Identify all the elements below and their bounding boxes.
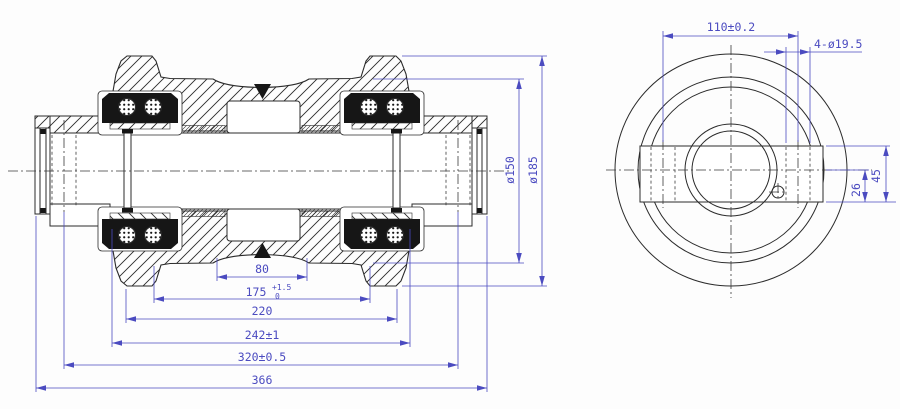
seal-assembly-top-left [97, 90, 183, 136]
dim-label-dia185: ø185 [526, 156, 540, 184]
dimensions: 80 175 +1.5 0 220 242±1 320±0.5 366 ø150… [35, 20, 896, 392]
seal-assembly-bottom-left [97, 206, 183, 252]
dim-label-175-tol-upper: +1.5 [272, 283, 291, 292]
dim-label-320: 320±0.5 [238, 350, 286, 364]
end-bolt-holes [650, 140, 811, 208]
dim-label-242: 242±1 [245, 328, 280, 342]
mounting-bracket-bottom [49, 203, 473, 227]
dim-label-175: 175 [246, 285, 267, 299]
weld-mark-bottom [254, 243, 271, 258]
dim-label-dia150: ø150 [503, 156, 517, 184]
dim-label-45: 45 [869, 169, 883, 183]
dim-label-175-tol-lower: 0 [275, 292, 280, 301]
dim-label-80: 80 [255, 262, 269, 276]
dim-label-220: 220 [252, 304, 273, 318]
dim-label-bolt-holes: 4-ø19.5 [814, 37, 862, 51]
seal-assembly-bottom-right [339, 206, 425, 252]
end-view [606, 45, 872, 298]
spacer-block-top [226, 100, 301, 134]
lube-hole [769, 183, 787, 201]
shaft-boss [639, 145, 824, 203]
seal-assembly-top-right [339, 90, 425, 136]
dim-label-26: 26 [849, 183, 863, 197]
weld-mark-top [254, 84, 271, 99]
dim-label-366: 366 [252, 373, 273, 387]
oil-passages [122, 129, 402, 213]
dim-label-110: 110±0.2 [707, 20, 755, 34]
spacer-block-bottom [226, 208, 301, 242]
section-view [8, 55, 509, 287]
